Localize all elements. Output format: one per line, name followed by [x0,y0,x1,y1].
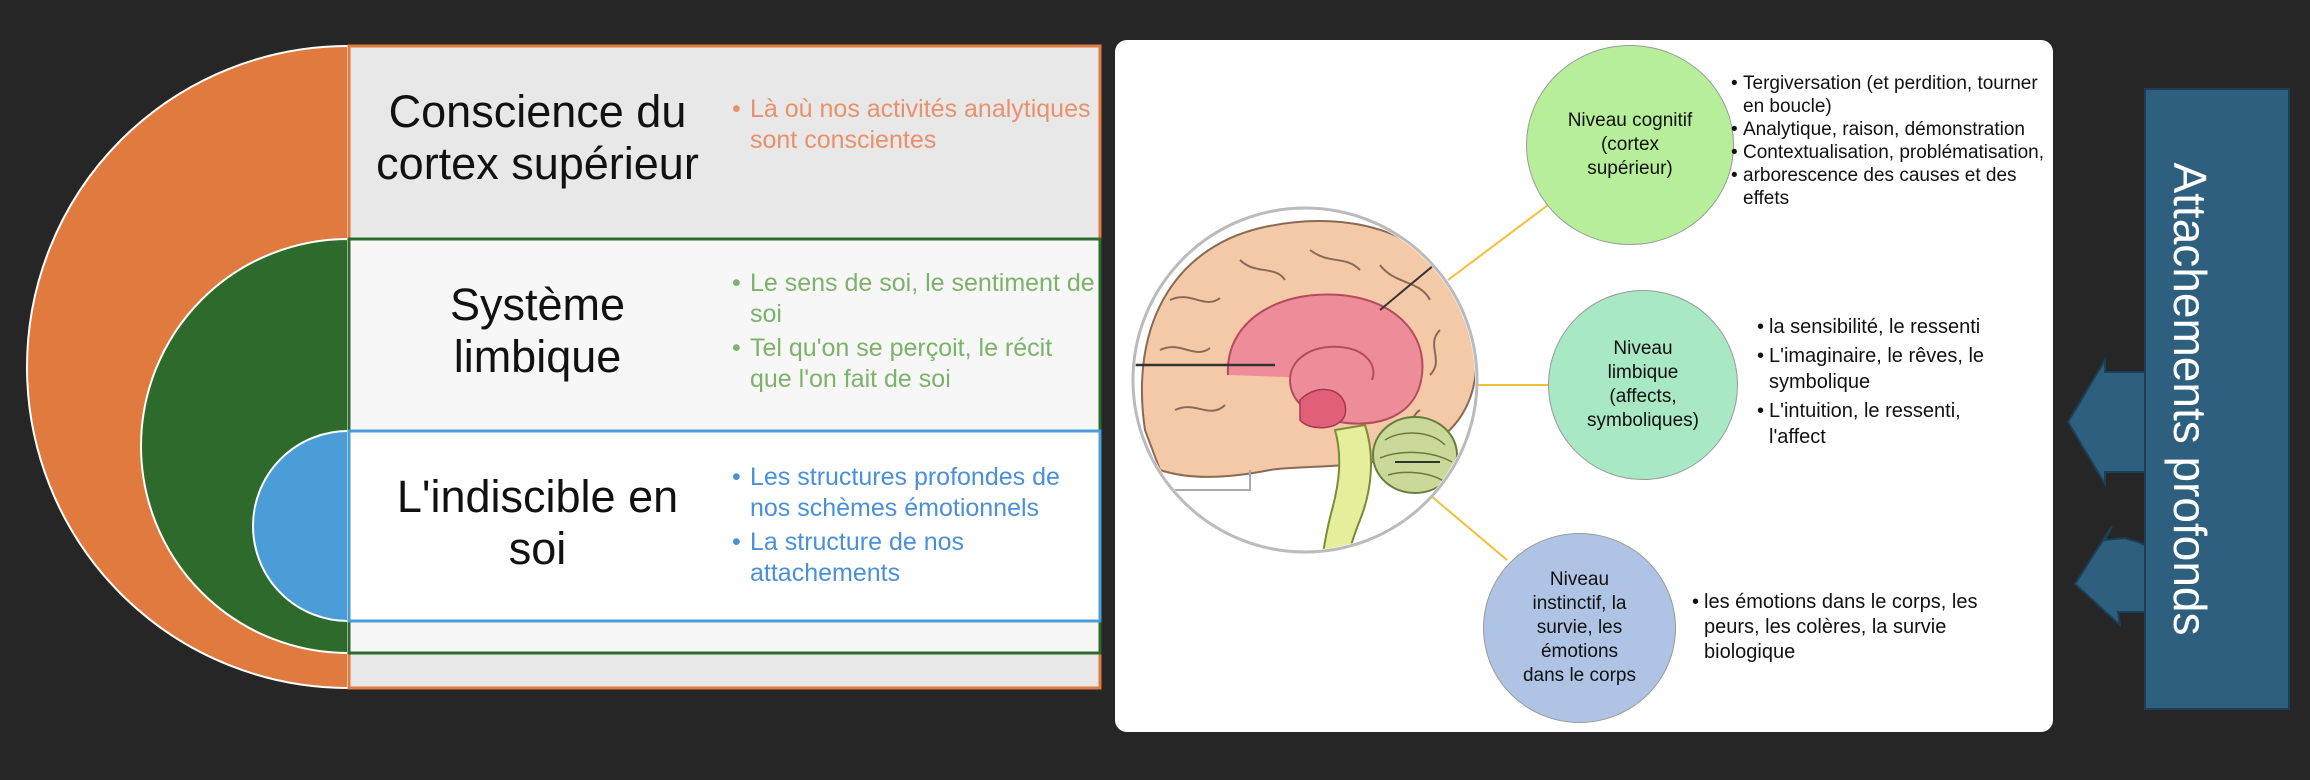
list-item: la sensibilité, le ressenti [1757,314,2022,340]
list-item: Analytique, raison, démonstration [1731,118,2053,141]
deep-attachments-panel [2144,88,2290,710]
list-instinctive: les émotions dans le corps, les peurs, l… [1692,590,2012,665]
list-item: L'imaginaire, le rêves, le symbolique [1757,343,2022,395]
list-item: Contextualisation, problématisation, [1731,141,2053,164]
brain-illustration [1131,206,1479,554]
level-limbic: Niveau limbique (affects, symboliques) [1548,290,1738,480]
bullet-item: Les structures profondes de nos schèmes … [732,462,1097,524]
bullet-item: Tel qu'on se perçoit, le récit que l'on … [732,333,1097,395]
row-title-cortex: Conscience du cortex supérieur [376,86,699,189]
level-cognitive: Niveau cognitif (cortex supérieur) [1526,45,1734,245]
list-limbic: la sensibilité, le ressenti L'imaginaire… [1757,314,2022,453]
bullet-item: La structure de nos attachements [732,527,1097,589]
bullets-cortex: Là où nos activités analytiques sont con… [732,94,1092,159]
deep-attachments-label: Attachements profonds [2164,162,2216,636]
bullet-item: Le sens de soi, le sentiment de soi [732,268,1097,330]
arrow-upper [2066,356,2146,488]
bullet-item: Là où nos activités analytiques sont con… [732,94,1092,156]
list-item: L'intuition, le ressenti, l'affect [1757,398,2022,450]
inner-arc-blue [252,429,349,623]
row-title-indiscible: L'indiscible en soi [396,471,679,574]
list-cognitive: Tergiversation (et perdition, tourner en… [1731,72,2053,210]
row-title-limbic: Système limbique [449,279,626,382]
list-item: les émotions dans le corps, les peurs, l… [1692,590,2012,665]
bullets-indiscible: Les structures profondes de nos schèmes … [732,462,1097,592]
connector-cognitive [1447,204,1549,281]
arrow-lower [2073,525,2146,628]
bullets-limbic: Le sens de soi, le sentiment de soi Tel … [732,268,1097,398]
connector-instinctive [1429,494,1508,561]
list-item: arborescence des causes et des effets [1731,164,2053,210]
level-instinctive: Niveau instinctif, la survie, les émotio… [1483,533,1676,723]
list-item: Tergiversation (et perdition, tourner en… [1731,72,2053,118]
